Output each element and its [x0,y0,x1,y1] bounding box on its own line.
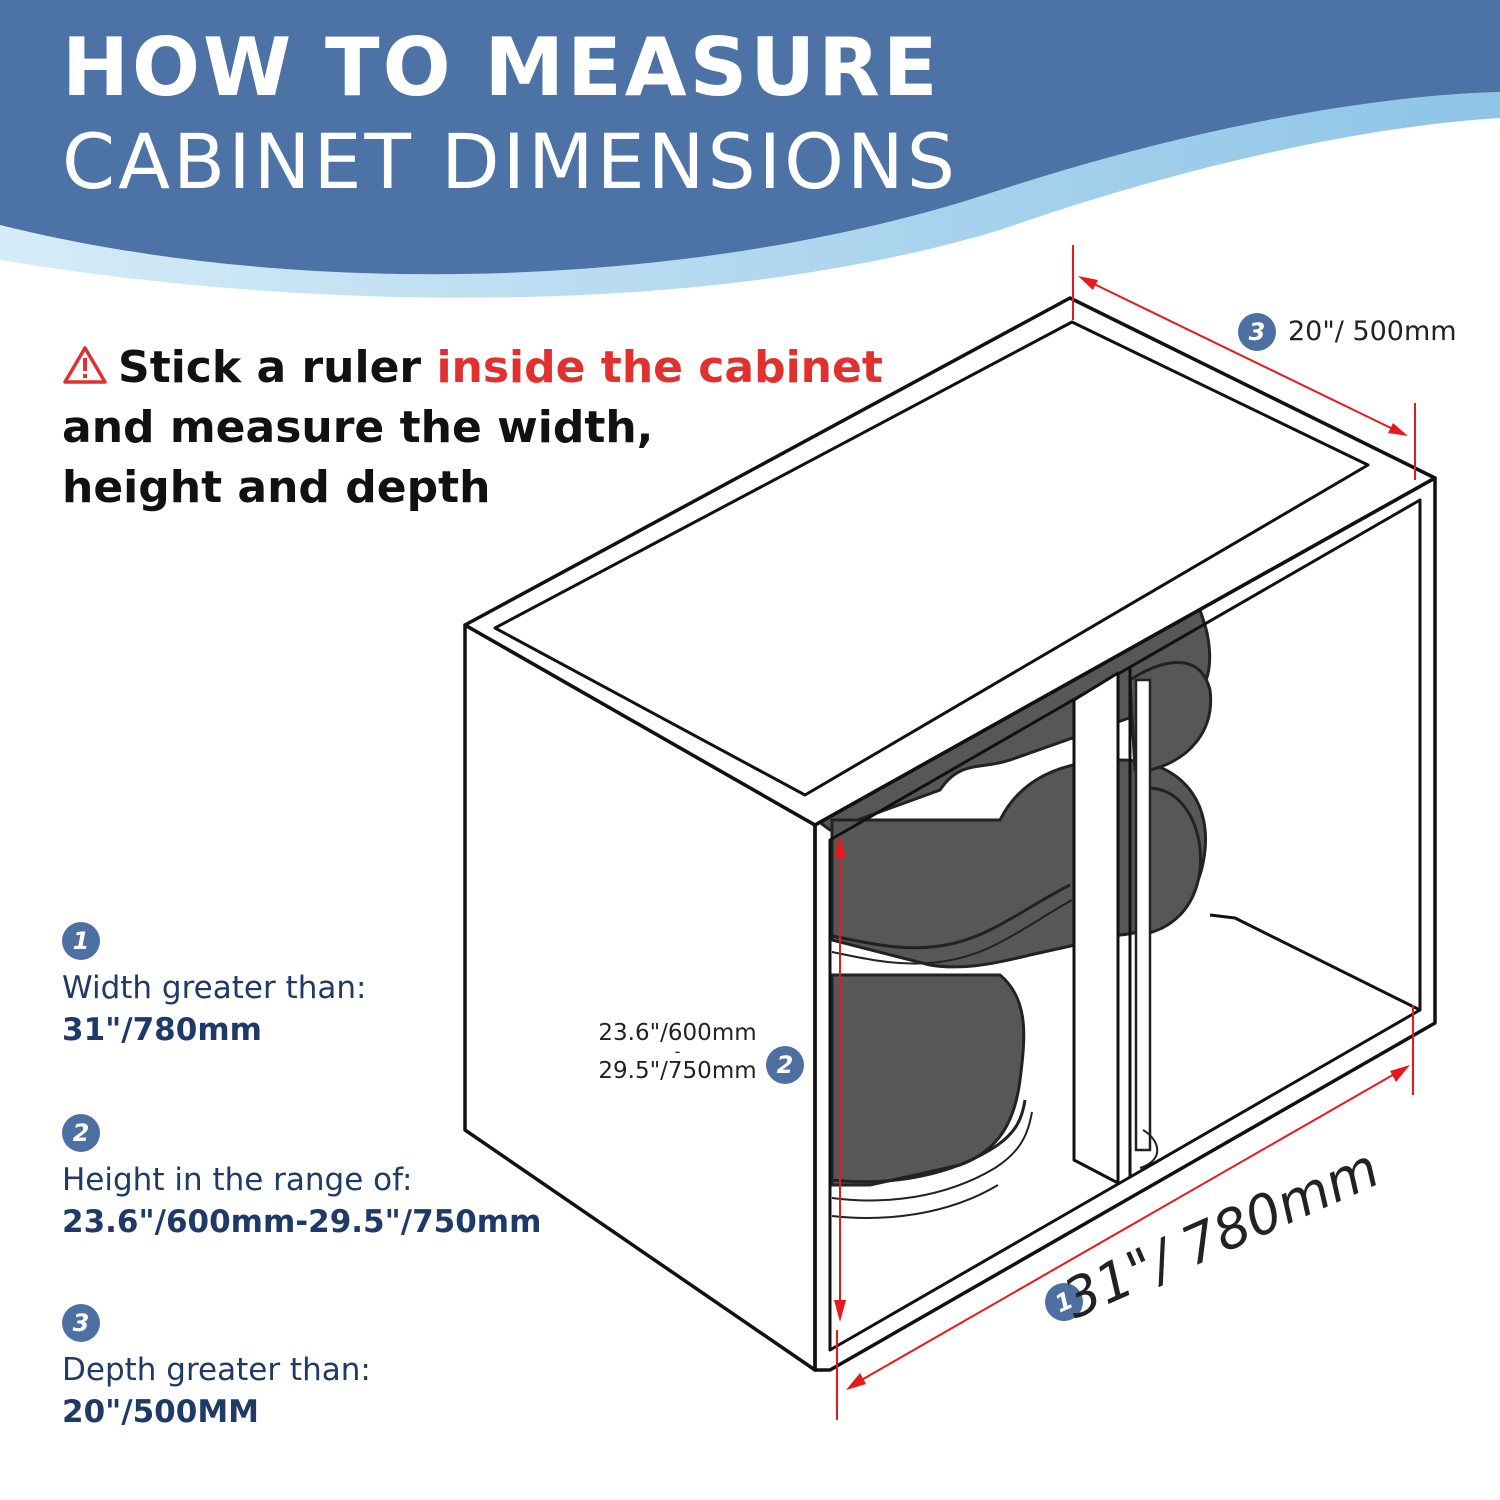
height-max: 29.5"/750mm [598,1058,757,1084]
instruction-line-3: height and depth [62,462,491,513]
instruction-line-2: and measure the width, [62,402,654,453]
height-number-badge: 2 [766,1046,804,1084]
title-line-2: CABINET DIMENSIONS [62,117,959,206]
spec-value: 20"/500MM [62,1394,260,1430]
spec-depth: 3 Depth greater than: 20"/500MM [62,1304,371,1434]
instruction-text: Stick a ruler inside the cabinet and mea… [62,338,922,518]
spec-value: 23.6"/600mm-29.5"/750mm [62,1204,542,1240]
dimension-lines [834,245,1416,1420]
spec-label: Depth greater than: [62,1352,371,1388]
height-min: 23.6"/600mm [598,1020,757,1046]
height-separator: - [674,1042,681,1061]
instruction-part-1: Stick a ruler [118,342,437,393]
height-dimension-label: 23.6"/600mm - 29.5"/750mm [580,1020,775,1084]
instruction-line-1: Stick a ruler inside the cabinet [62,338,922,398]
title-line-1: HOW TO MEASURE [62,21,941,114]
spec-width: 1 Width greater than: 31"/780mm [62,922,366,1052]
spec-number-badge: 1 [62,922,100,960]
spec-value: 31"/780mm [62,1012,262,1048]
instruction-highlight: inside the cabinet [436,342,883,393]
depth-number-badge: 3 [1238,313,1276,351]
cabinet-outline [463,296,1437,1372]
spec-number-badge: 3 [62,1304,100,1342]
depth-dimension-label: 20"/ 500mm [1288,316,1457,347]
spec-height: 2 Height in the range of: 23.6"/600mm-29… [62,1114,541,1244]
spec-label: Width greater than: [62,970,367,1006]
warning-icon [63,346,107,384]
spec-label: Height in the range of: [62,1162,413,1198]
header-banner [0,0,1500,300]
spec-number-badge: 2 [62,1114,100,1152]
